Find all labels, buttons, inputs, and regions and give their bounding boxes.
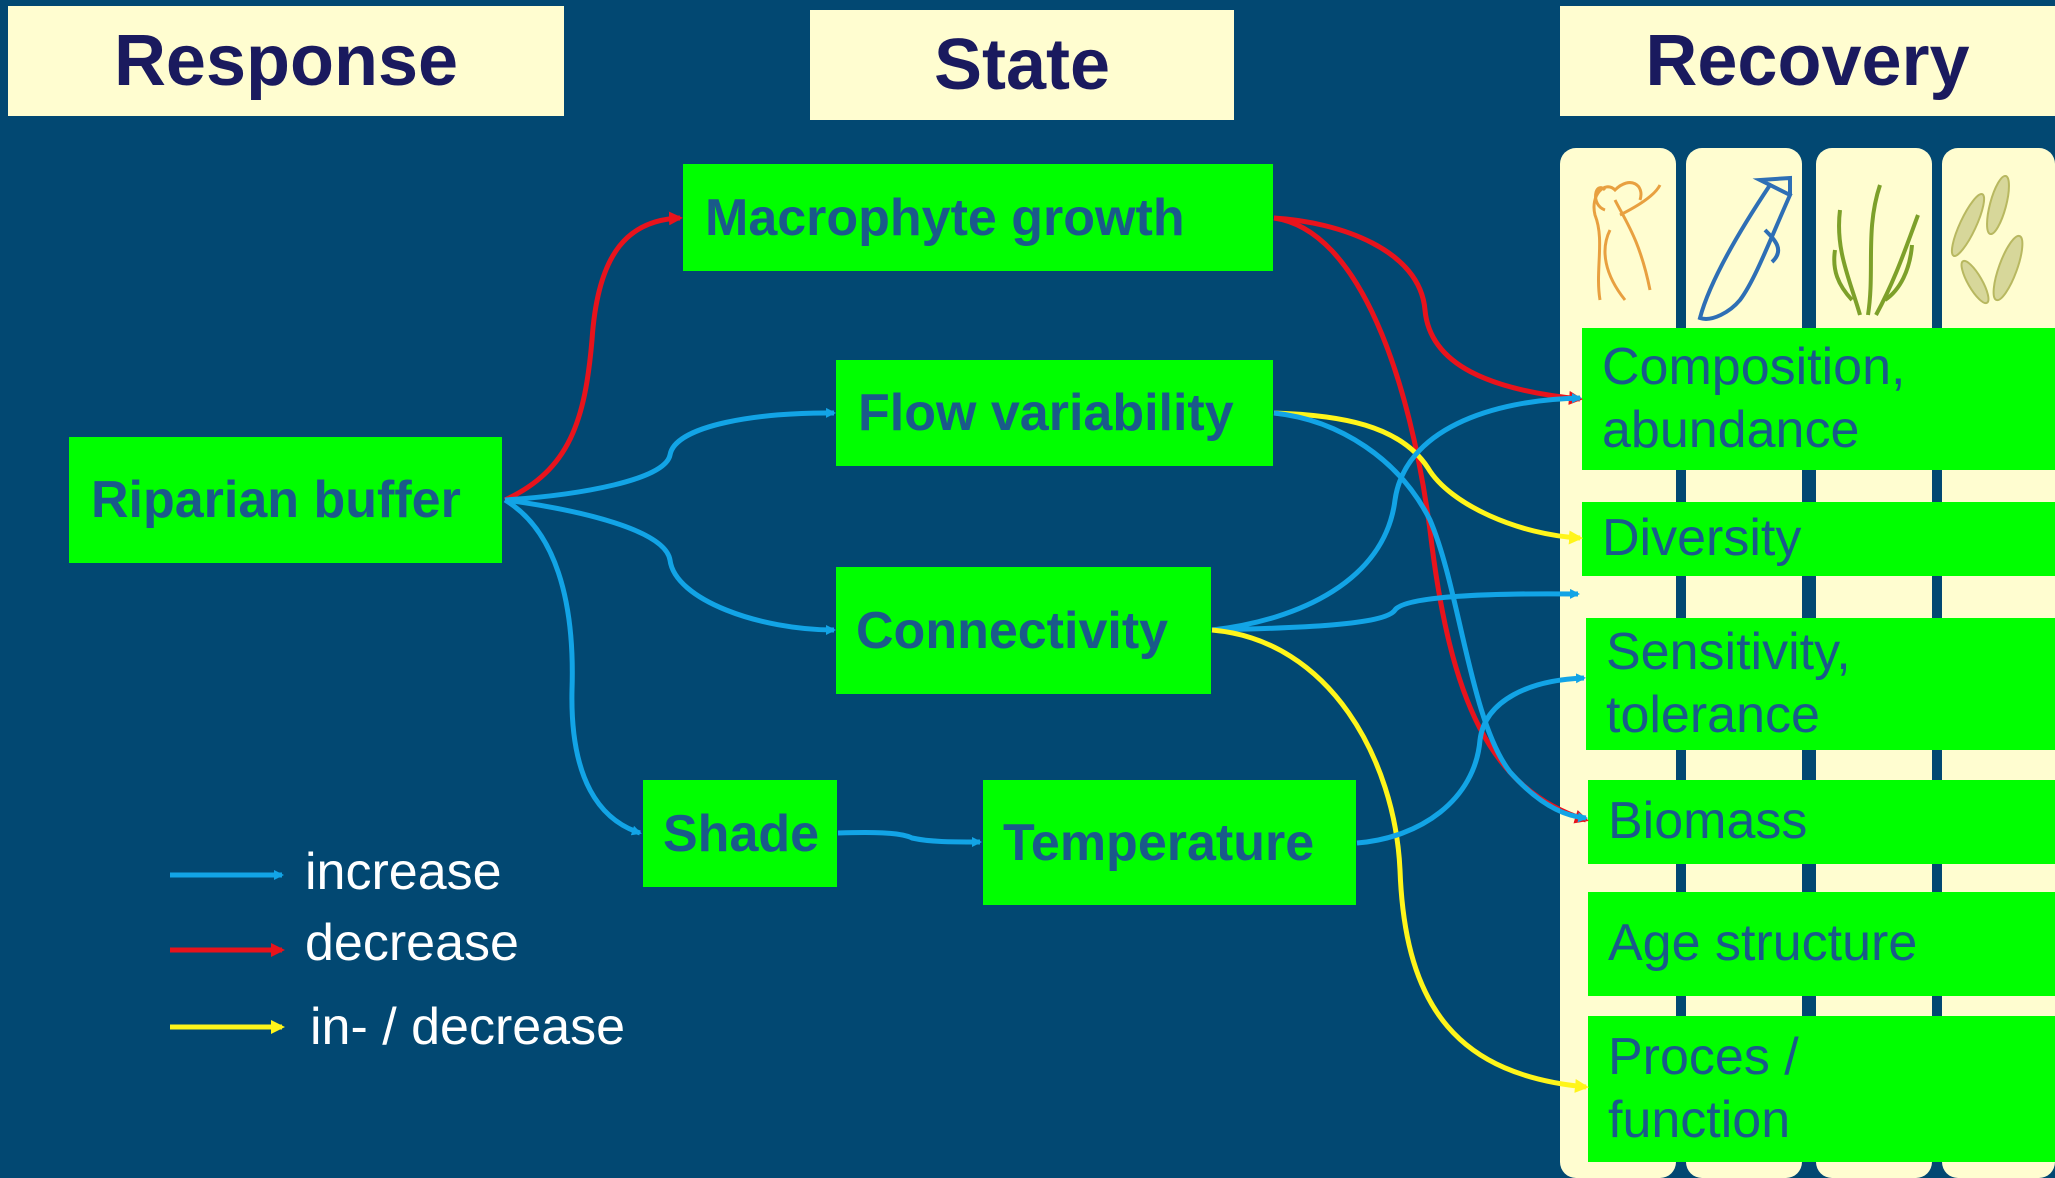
node-temperature: Temperature [983,780,1356,905]
arrow-connectivity-to-process [1211,627,1589,1093]
node-label: Shade [663,804,820,863]
header-response-label: Response [113,21,459,101]
recovery-line: Composition, [1602,337,1906,396]
recovery-line: tolerance [1606,686,1820,744]
recovery-line: Biomass [1608,792,1808,851]
arrow-shade-to-temperature [837,830,982,847]
recovery-line: function [1608,1091,1791,1149]
arrow-connectivity-to-composition [1211,393,1582,633]
node-label: Temperature [1003,813,1315,872]
legend-decrease-label: decrease [305,914,519,972]
phytobenthos-icon [1950,174,2024,305]
recovery-line: Proces / [1608,1027,1799,1086]
legend-both-label: in- / decrease [310,998,626,1056]
node-shade: Shade [643,780,837,887]
recovery-line: abundance [1602,401,1860,459]
header-response: Response [8,6,564,116]
arrow-flow-to-biomass [1273,410,1588,823]
arrow-temperature-to-sensitivity [1356,673,1586,846]
recovery-line: Sensitivity, [1606,622,1851,681]
arrow-riparian-to-macrophyte [503,211,683,503]
node-flow-variability: Flow variability [836,360,1273,466]
arrow-macrophyte-to-composition [1273,215,1583,405]
node-macrophyte-growth: Macrophyte growth [683,164,1273,271]
macrophyte-icon [1832,184,1920,316]
header-state: State [810,10,1234,120]
node-label: Macrophyte growth [705,188,1185,247]
node-connectivity: Connectivity [836,567,1211,694]
arrow-riparian-to-connectivity [504,497,836,635]
node-label: Riparian buffer [91,471,461,529]
header-state-label: State [933,25,1111,105]
arrow-flow-to-diversity [1273,410,1583,545]
arrow-riparian-to-flow [504,407,836,503]
macroinvertebrate-icon [1592,181,1662,301]
legend-increase-label: increase [305,843,502,901]
recovery-sensitivity-tolerance: Sensitivity, tolerance [1586,618,2055,750]
recovery-process-function: Proces / function [1588,1016,2055,1162]
recovery-biomass: Biomass [1588,780,2055,864]
node-label: Connectivity [856,601,1169,660]
arrow-connectivity-to-recovery [1211,588,1580,633]
recovery-line: Age structure [1608,914,1918,973]
node-riparian-buffer: Riparian buffer [69,437,502,563]
recovery-age-structure: Age structure [1588,892,2055,996]
recovery-diversity: Diversity [1582,502,2055,576]
recovery-line: Diversity [1602,509,1802,568]
node-label: Flow variability [858,384,1234,442]
header-recovery-label: Recovery [1645,21,1970,101]
recovery-composition-abundance: Composition, abundance [1582,328,2055,470]
fish-icon [1697,175,1793,321]
arrow-riparian-to-shade [503,497,642,836]
header-recovery: Recovery [1560,6,2055,116]
